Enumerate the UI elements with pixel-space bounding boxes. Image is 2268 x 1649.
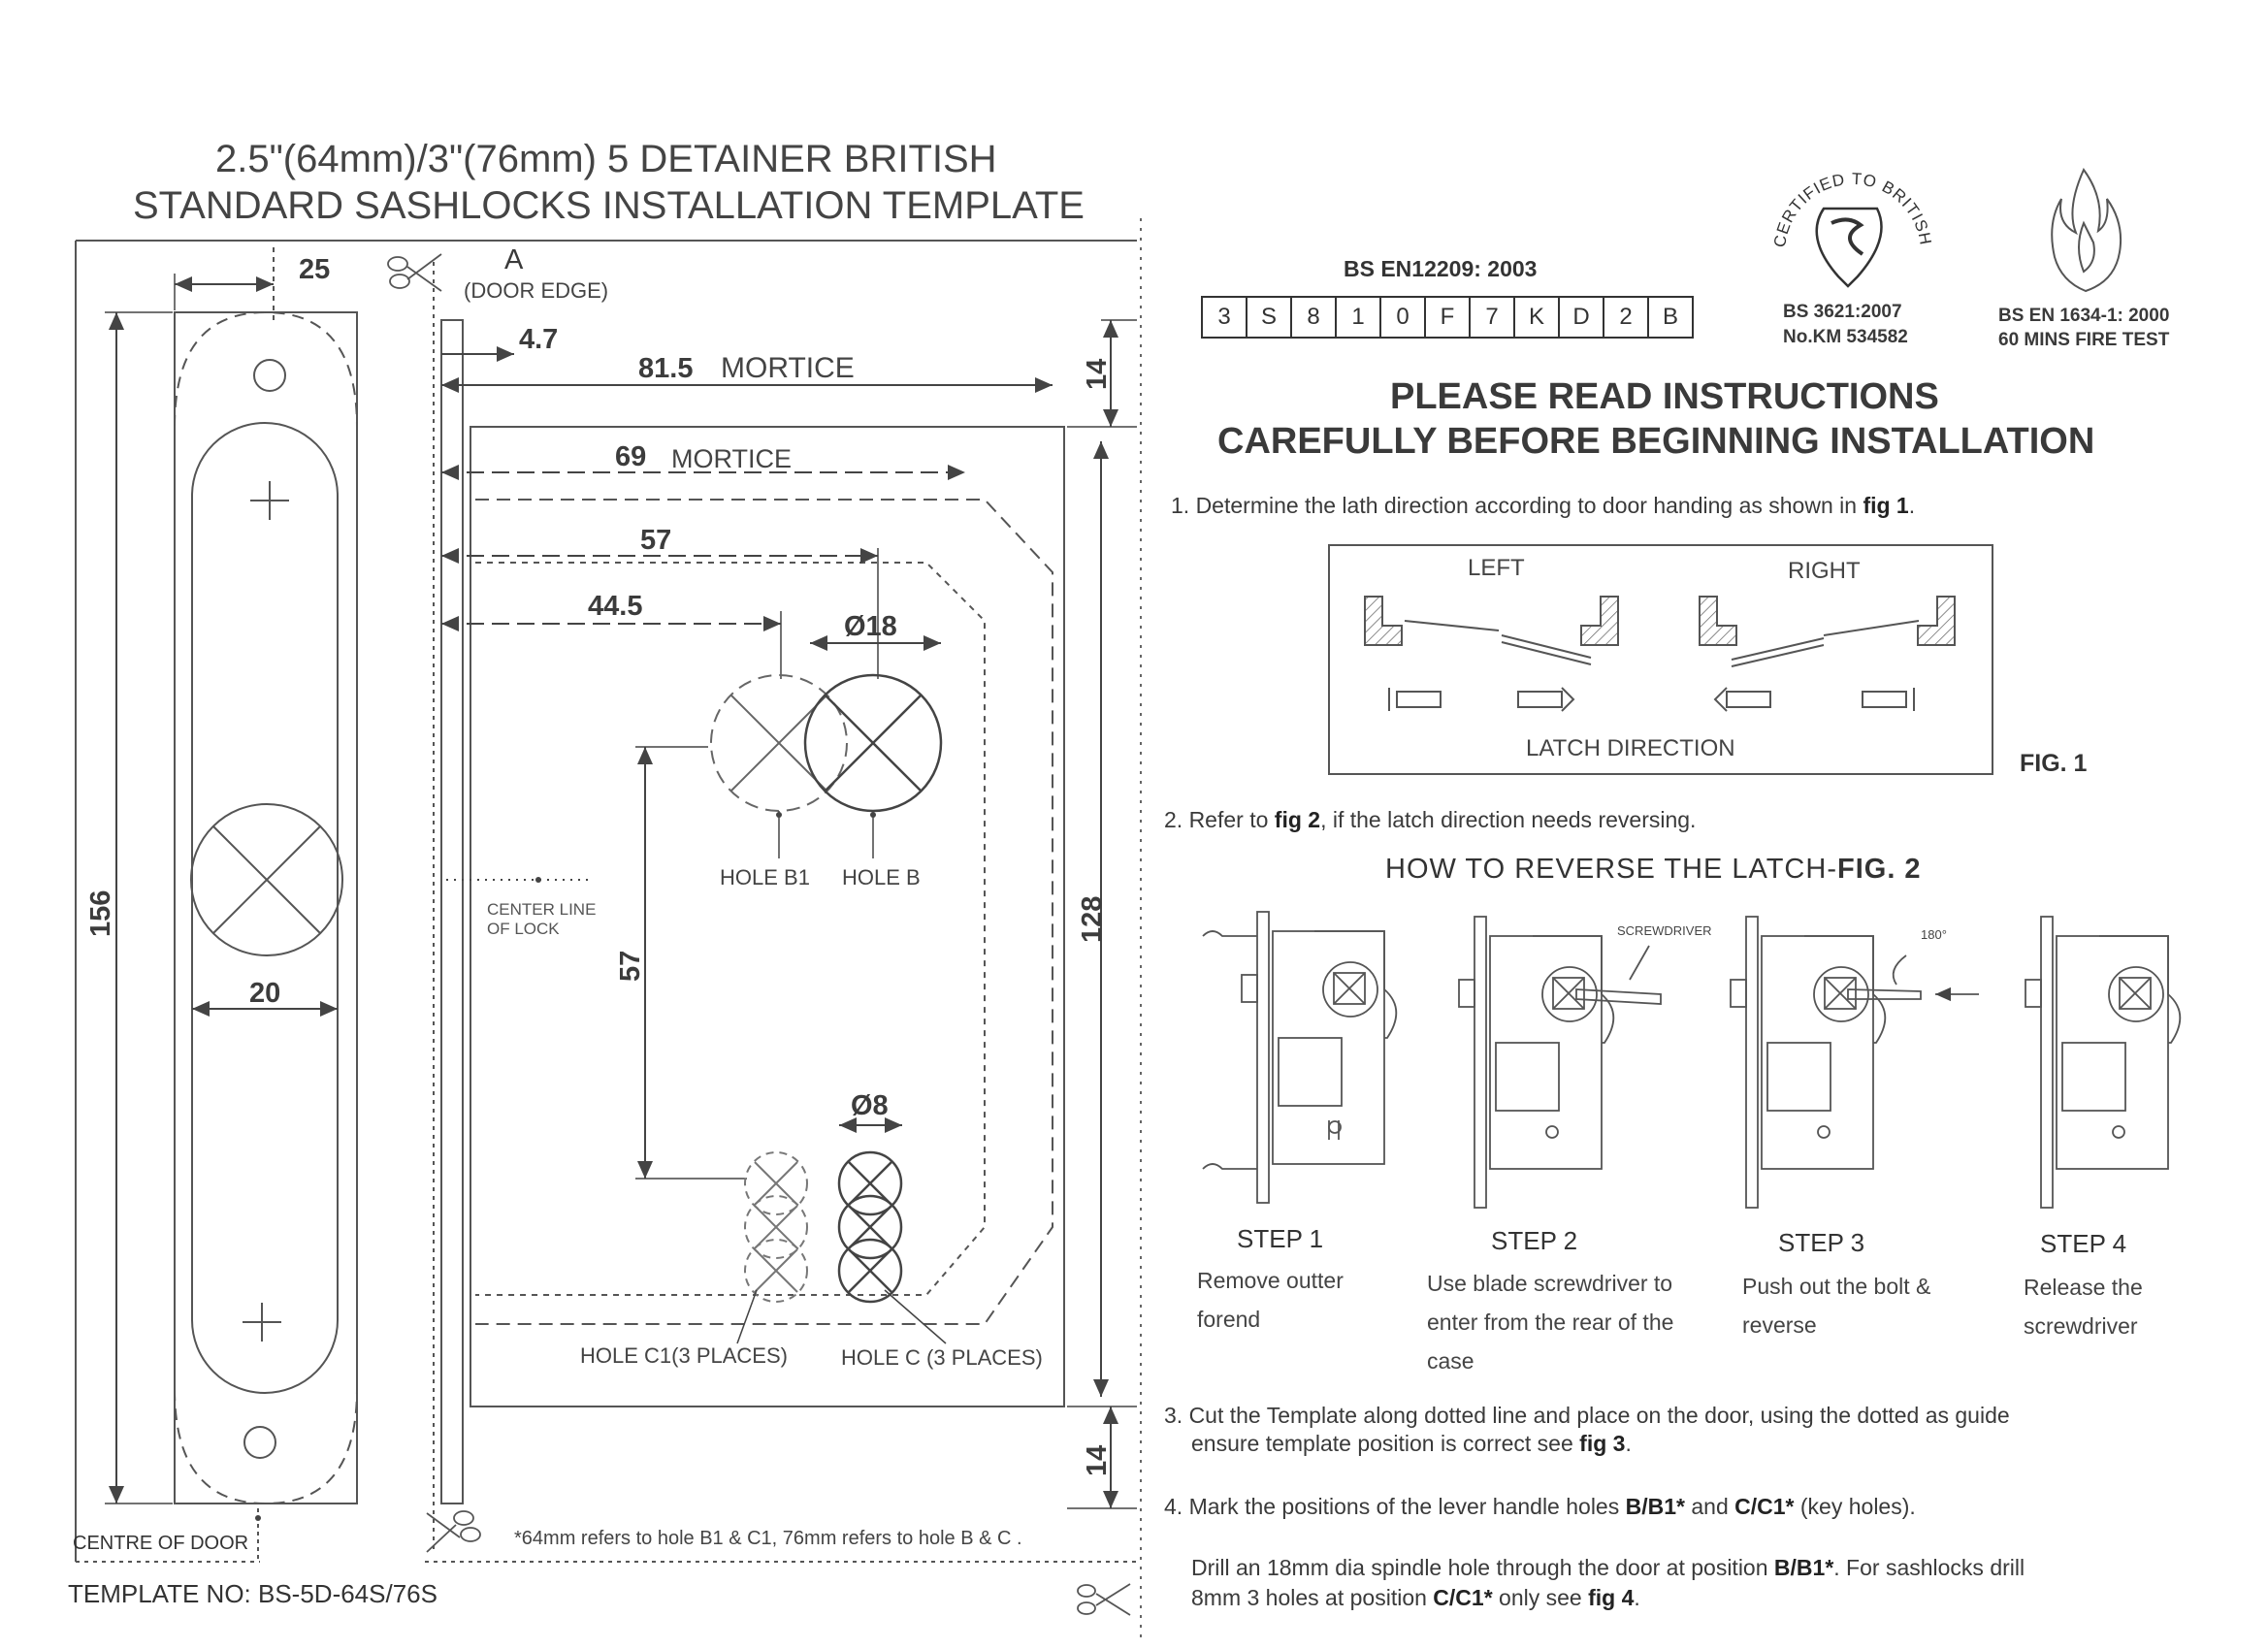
fire-test-line2: 60 MINS FIRE TEST bbox=[1998, 330, 2170, 350]
fig1-left-label: LEFT bbox=[1468, 555, 1525, 581]
label-door-edge: (DOOR EDGE) bbox=[464, 278, 609, 303]
fig2-lock-step3 bbox=[1730, 916, 1979, 1209]
svg-text:CERTIFIED TO BRITISH STANDARD: CERTIFIED TO BRITISH STANDARD bbox=[1766, 146, 1935, 252]
fig1-diagram bbox=[1328, 544, 1993, 775]
label-centre-of-door: CENTRE OF DOOR bbox=[73, 1533, 249, 1554]
door-edge-strip bbox=[433, 262, 464, 1552]
fig1-latch-direction: LATCH DIRECTION bbox=[1526, 735, 1735, 761]
label-hole-c1: HOLE C1(3 PLACES) bbox=[580, 1343, 788, 1368]
label-mortice-2: MORTICE bbox=[671, 444, 793, 473]
kitemark-line1: BS 3621:2007 bbox=[1783, 302, 1902, 322]
label-center-line-2: OF LOCK bbox=[487, 920, 560, 938]
scissors-icon bbox=[426, 1510, 481, 1553]
label-screwdriver: SCREWDRIVER bbox=[1617, 923, 1712, 938]
code-cell: S bbox=[1247, 298, 1292, 337]
step2-text: Use blade screwdriver to enter from the … bbox=[1427, 1271, 1674, 1374]
dim-14-bottom: 14 bbox=[1082, 1444, 1113, 1476]
fig1-caption: FIG. 1 bbox=[2020, 750, 2088, 777]
label-hole-b1: HOLE B1 bbox=[720, 865, 810, 889]
instruction-drill-line1: Drill an 18mm dia spindle hole through t… bbox=[1191, 1555, 2025, 1580]
kitemark-ring-text: CERTIFIED TO BRITISH STANDARD bbox=[1766, 146, 1935, 252]
step1-text: Remove outter forend bbox=[1197, 1268, 1344, 1332]
dim-81-5: 81.5 bbox=[638, 353, 694, 384]
dim-57-horizontal: 57 bbox=[640, 525, 672, 556]
fig2-title: HOW TO REVERSE THE LATCH-FIG. 2 bbox=[1385, 854, 1922, 885]
classification-code: 3 S 8 1 0 F 7 K D 2 B bbox=[1201, 296, 1694, 339]
label-hole-c: HOLE C (3 PLACES) bbox=[841, 1345, 1043, 1370]
fire-icon bbox=[2051, 168, 2122, 293]
code-cell: 7 bbox=[1471, 298, 1515, 337]
template-title-line1: 2.5"(64mm)/3"(76mm) 5 DETAINER BRITISH bbox=[215, 138, 997, 180]
hole-b1 bbox=[710, 674, 848, 812]
fire-test-line1: BS EN 1634-1: 2000 bbox=[1998, 306, 2170, 326]
instruction-step1: 1. Determine the lath direction accordin… bbox=[1171, 493, 1916, 518]
standard-number: BS EN12209: 2003 bbox=[1344, 256, 1538, 281]
code-cell: D bbox=[1560, 298, 1604, 337]
dim-156: 156 bbox=[85, 889, 116, 937]
instruction-step3-line2: ensure template position is correct see … bbox=[1191, 1431, 1632, 1456]
dim-diameter-8: Ø8 bbox=[851, 1090, 889, 1121]
fig1-right-label: RIGHT bbox=[1788, 558, 1861, 584]
template-footnote: *64mm refers to hole B1 & C1, 76mm refer… bbox=[514, 1528, 1022, 1549]
dim-4-7: 4.7 bbox=[519, 324, 559, 355]
step4-title: STEP 4 bbox=[2040, 1229, 2127, 1258]
instruction-step3-line1: 3. Cut the Template along dotted line an… bbox=[1164, 1403, 2010, 1428]
fig2-lock-step4 bbox=[2025, 916, 2182, 1209]
scissors-icon bbox=[387, 253, 442, 292]
label-hole-b: HOLE B bbox=[842, 865, 921, 889]
kitemark-ring-label: CERTIFIED TO BRITISH STANDARD bbox=[1766, 146, 1934, 252]
dim-69: 69 bbox=[615, 441, 647, 472]
code-cell: 2 bbox=[1604, 298, 1649, 337]
step2-title: STEP 2 bbox=[1491, 1226, 1578, 1255]
code-cell: 0 bbox=[1381, 298, 1426, 337]
fig2-lock-step2 bbox=[1458, 916, 1662, 1209]
code-cell: 1 bbox=[1337, 298, 1381, 337]
kitemark-line2: No.KM 534582 bbox=[1783, 327, 1908, 347]
step3-title: STEP 3 bbox=[1778, 1228, 1865, 1257]
dim-44-5: 44.5 bbox=[588, 591, 643, 622]
dim-diameter-18: Ø18 bbox=[844, 611, 897, 642]
instruction-drill-line2: 8mm 3 holes at position C/C1* only see f… bbox=[1191, 1585, 1640, 1610]
template-number: TEMPLATE NO: BS-5D-64S/76S bbox=[68, 1579, 437, 1608]
template-title-line2: STANDARD SASHLOCKS INSTALLATION TEMPLATE bbox=[133, 184, 1085, 227]
instruction-step4: 4. Mark the positions of the lever handl… bbox=[1164, 1494, 1916, 1519]
instructions-heading-line1: PLEASE READ INSTRUCTIONS bbox=[1390, 376, 1939, 417]
hole-c1 bbox=[744, 1151, 808, 1303]
code-cell: K bbox=[1515, 298, 1560, 337]
template-frame bbox=[75, 240, 1137, 1563]
code-cell: 3 bbox=[1203, 298, 1247, 337]
kitemark-logo bbox=[1815, 207, 1883, 288]
step1-title: STEP 1 bbox=[1237, 1224, 1324, 1253]
instruction-step2: 2. Refer to fig 2, if the latch directio… bbox=[1164, 807, 1697, 832]
code-cell: B bbox=[1662, 304, 1678, 330]
faceplate bbox=[174, 310, 358, 1505]
fig2-lock-step1 bbox=[1202, 911, 1398, 1204]
dim-128: 128 bbox=[1077, 895, 1108, 943]
dim-14-top: 14 bbox=[1082, 358, 1113, 390]
instructions-heading-line2: CAREFULLY BEFORE BEGINNING INSTALLATION bbox=[1217, 421, 2095, 462]
step3-text: Push out the bolt & reverse bbox=[1742, 1274, 1931, 1338]
dim-57-vertical: 57 bbox=[615, 950, 646, 982]
label-180-degrees: 180° bbox=[1921, 927, 1947, 942]
label-mortice-1: MORTICE bbox=[721, 352, 855, 384]
dim-20: 20 bbox=[249, 978, 281, 1009]
label-center-line-1: CENTER LINE bbox=[487, 900, 597, 919]
step4-text: Release the screwdriver bbox=[2024, 1275, 2143, 1339]
scissors-icon bbox=[1077, 1583, 1131, 1616]
hole-c bbox=[837, 1150, 903, 1304]
label-a: A bbox=[504, 244, 524, 275]
code-cell: F bbox=[1426, 298, 1471, 337]
code-cell: 8 bbox=[1292, 298, 1337, 337]
hole-b bbox=[803, 673, 943, 813]
dim-25: 25 bbox=[299, 254, 331, 285]
